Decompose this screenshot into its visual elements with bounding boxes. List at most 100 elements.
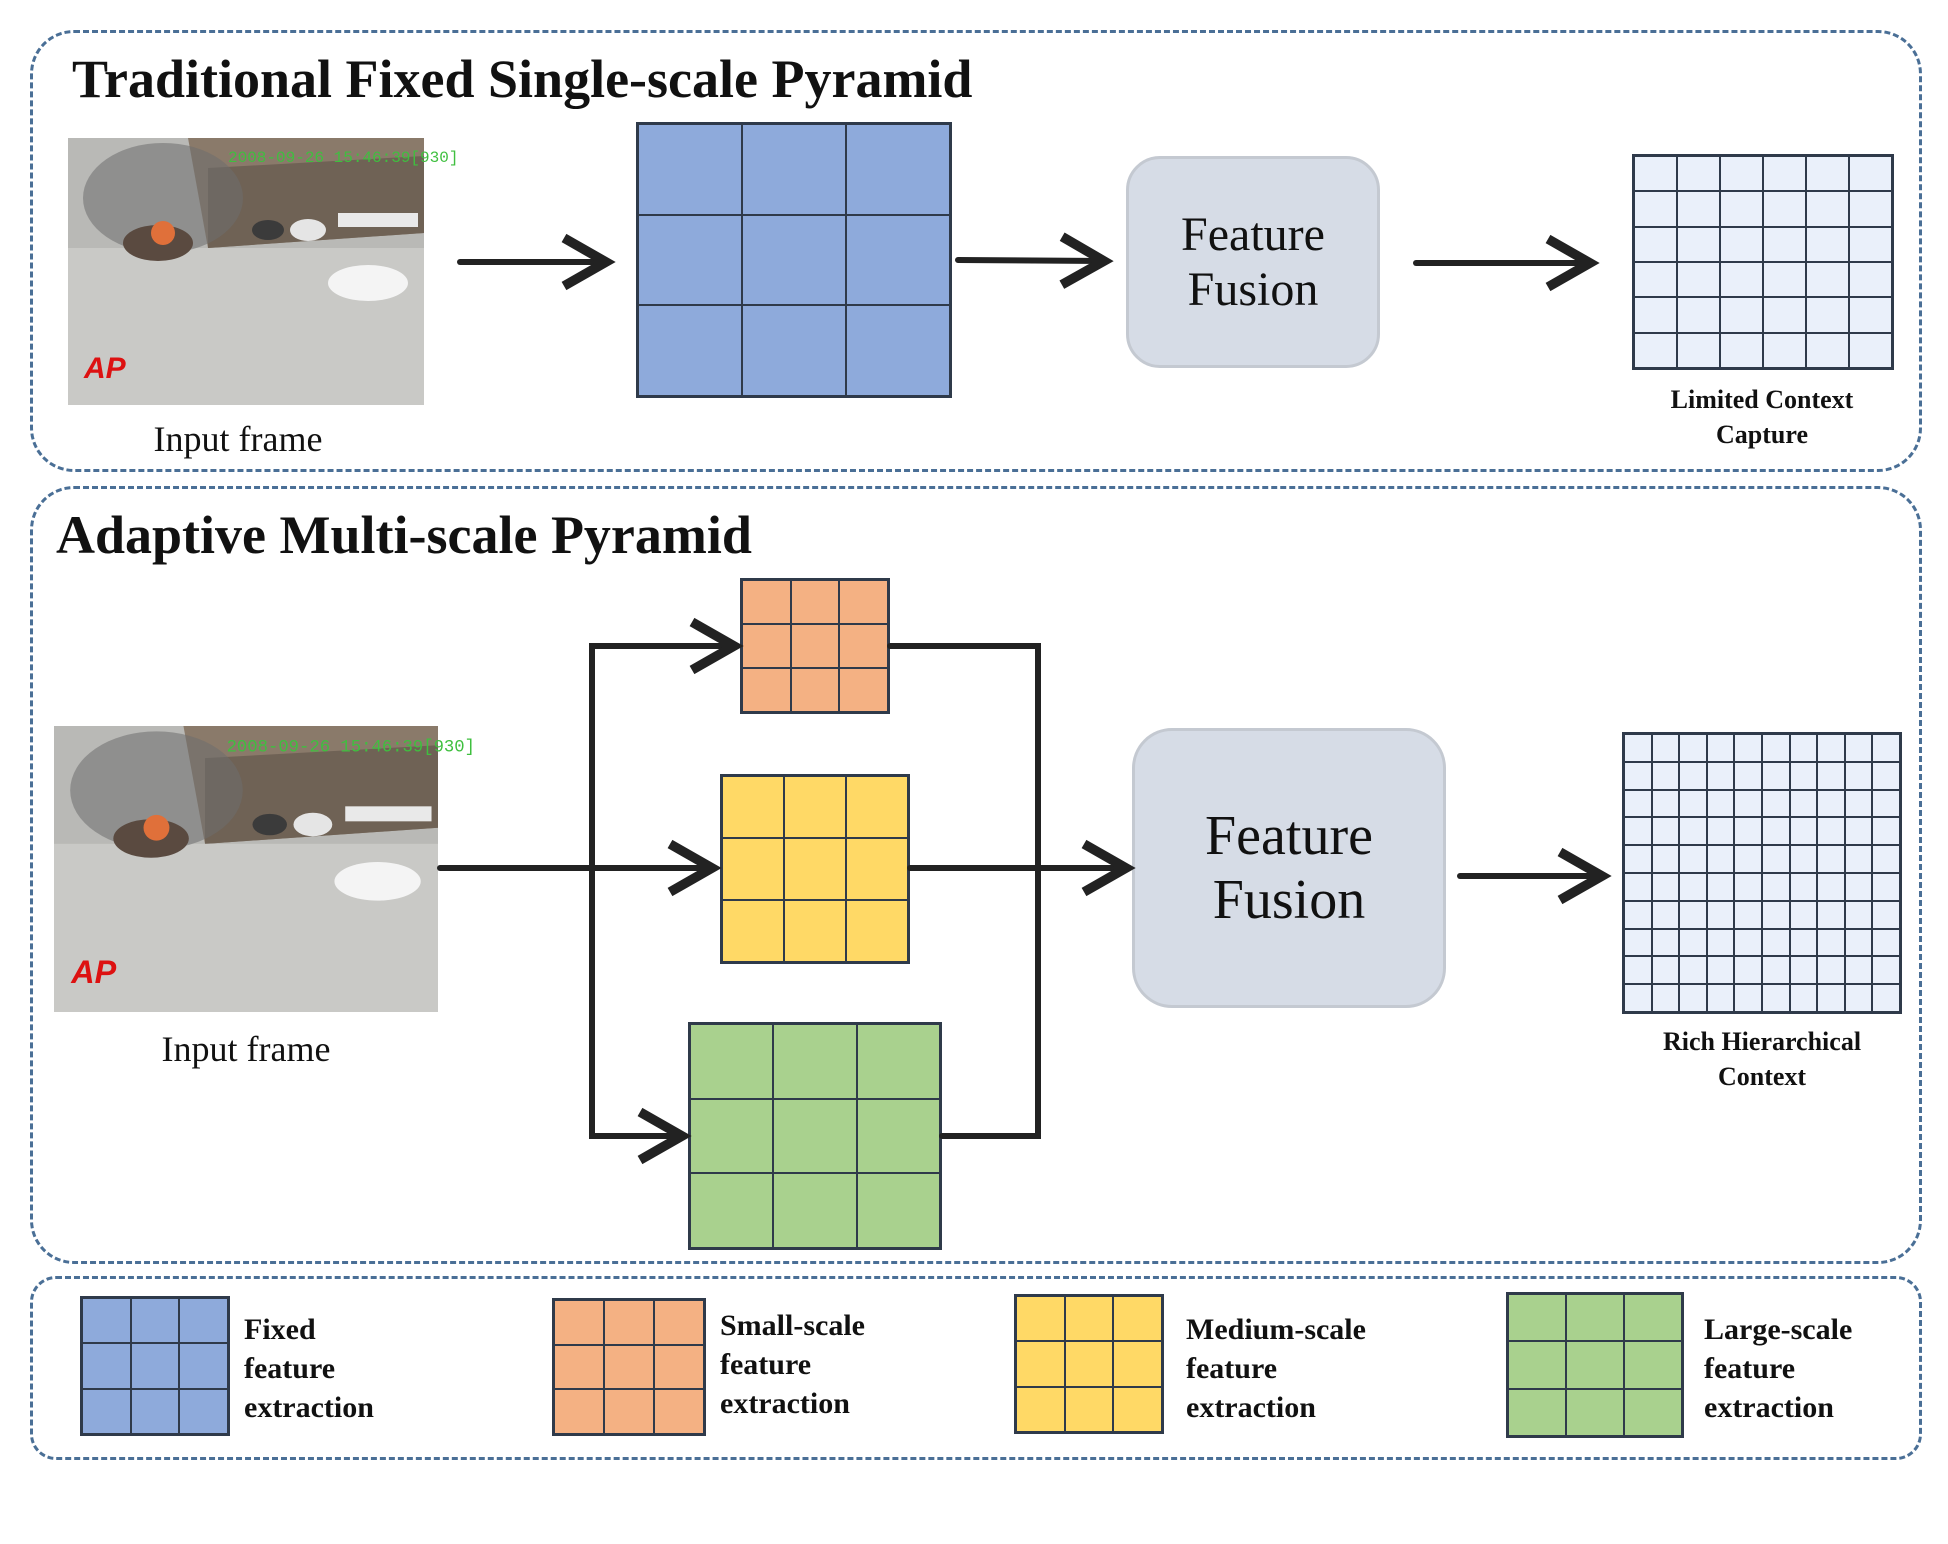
- grid-cell: [839, 624, 888, 668]
- grid-cell: [846, 214, 950, 306]
- grid-cell: [742, 305, 846, 396]
- grid-cell: [1762, 984, 1790, 1012]
- legend-swatch-large: [1506, 1292, 1684, 1438]
- grid-cell: [1651, 761, 1680, 790]
- grid-cell: [1872, 817, 1900, 846]
- grid-cell: [1651, 900, 1680, 929]
- legend-swatch-small: [552, 1298, 706, 1436]
- grid-cell: [1624, 761, 1652, 790]
- grid-cell: [1872, 789, 1900, 818]
- grid-cell: [1651, 789, 1680, 818]
- grid-cell: [722, 776, 784, 838]
- input-frame-caption: Input frame: [153, 419, 323, 459]
- grid-cell: [1016, 1341, 1065, 1387]
- grid-cell: [1706, 956, 1735, 985]
- grid-cell: [1817, 900, 1845, 929]
- grid-cell: [1806, 156, 1849, 192]
- fixed-feature-grid: [636, 122, 952, 398]
- grid-cell: [1679, 872, 1707, 901]
- grid-cell: [784, 900, 846, 962]
- grid-cell: [1113, 1296, 1162, 1342]
- grid-cell: [1624, 817, 1652, 846]
- grid-cell: [1651, 956, 1680, 985]
- grid-cell: [1651, 845, 1680, 873]
- grid-cell: [784, 838, 846, 900]
- grid-cell: [1734, 900, 1762, 929]
- fusion-label-line1: Feature: [1205, 805, 1373, 867]
- grid-cell: [742, 214, 846, 306]
- grid-cell: [1706, 900, 1735, 929]
- grid-cell: [1844, 956, 1873, 985]
- output-caption-line2: Context: [1717, 1062, 1807, 1092]
- grid-cell: [1872, 928, 1900, 957]
- grid-cell: [1762, 845, 1790, 873]
- grid-cell: [722, 838, 784, 900]
- grid-cell: [1720, 332, 1763, 368]
- fusion-label-line2: Fusion: [1212, 869, 1366, 931]
- grid-cell: [1113, 1341, 1162, 1387]
- grid-cell: [839, 668, 888, 712]
- frame-timestamp: 2008-09-26 15:46:39[930]: [228, 149, 458, 167]
- grid-cell: [1634, 226, 1677, 262]
- grid-cell: [1763, 191, 1806, 227]
- grid-cell: [1016, 1386, 1065, 1432]
- surveillance-scene-illustration: 2008-09-26 15:46:39[930] AP: [68, 138, 458, 405]
- grid-cell: [1677, 297, 1720, 333]
- arrow-fixed-to-fusion: [955, 232, 1114, 289]
- grid-cell: [654, 1300, 704, 1345]
- grid-cell: [1677, 191, 1720, 227]
- grid-cell: [82, 1343, 131, 1389]
- grid-cell: [1789, 900, 1818, 929]
- grid-cell: [1720, 156, 1763, 192]
- grid-cell: [1679, 789, 1707, 818]
- rich-context-caption: Rich Hierarchical Context: [1612, 1024, 1912, 1094]
- grid-cell: [1734, 734, 1762, 762]
- grid-cell: [1677, 261, 1720, 298]
- grid-cell: [1566, 1341, 1624, 1389]
- grid-cell: [1651, 928, 1680, 957]
- grid-cell: [1763, 156, 1806, 192]
- grid-cell: [130, 1343, 180, 1389]
- grid-cell: [604, 1344, 654, 1390]
- grid-cell: [1849, 297, 1892, 333]
- grid-cell: [1789, 734, 1818, 762]
- line-small-merge: [887, 643, 1041, 1139]
- grid-cell: [1844, 761, 1873, 790]
- grid-cell: [1817, 817, 1845, 846]
- grid-cell: [1113, 1386, 1162, 1432]
- grid-cell: [1872, 956, 1900, 985]
- grid-cell: [742, 580, 791, 624]
- grid-cell: [130, 1388, 180, 1434]
- grid-cell: [790, 668, 840, 712]
- grid-cell: [1508, 1294, 1566, 1342]
- grid-cell: [1762, 928, 1790, 957]
- grid-cell: [554, 1344, 604, 1390]
- grid-cell: [1720, 297, 1763, 333]
- grid-cell: [1763, 261, 1806, 298]
- frame-timestamp: 2008-09-26 15:46:39[930]: [227, 739, 475, 758]
- grid-cell: [1734, 984, 1762, 1012]
- grid-cell: [690, 1173, 774, 1248]
- grid-cell: [1817, 734, 1845, 762]
- output-caption-line1: Rich Hierarchical: [1662, 1027, 1862, 1056]
- grid-cell: [1849, 332, 1892, 368]
- grid-cell: [1806, 226, 1849, 262]
- grid-cell: [1634, 156, 1677, 192]
- grid-cell: [1806, 332, 1849, 368]
- grid-cell: [1064, 1341, 1114, 1387]
- grid-cell: [1789, 956, 1818, 985]
- grid-cell: [1762, 789, 1790, 818]
- grid-cell: [1849, 156, 1892, 192]
- input-frame-image: 2008-09-26 15:46:39[930] AP: [68, 138, 458, 405]
- arrow-branch-large: [589, 865, 692, 1165]
- grid-cell: [1624, 845, 1652, 873]
- grid-cell: [1679, 734, 1707, 762]
- medium-scale-feature-grid: [720, 774, 910, 964]
- grid-cell: [1706, 817, 1735, 846]
- grid-cell: [1849, 191, 1892, 227]
- arrow-branch-small: [589, 617, 744, 871]
- grid-cell: [1789, 817, 1818, 846]
- grid-cell: [1817, 845, 1845, 873]
